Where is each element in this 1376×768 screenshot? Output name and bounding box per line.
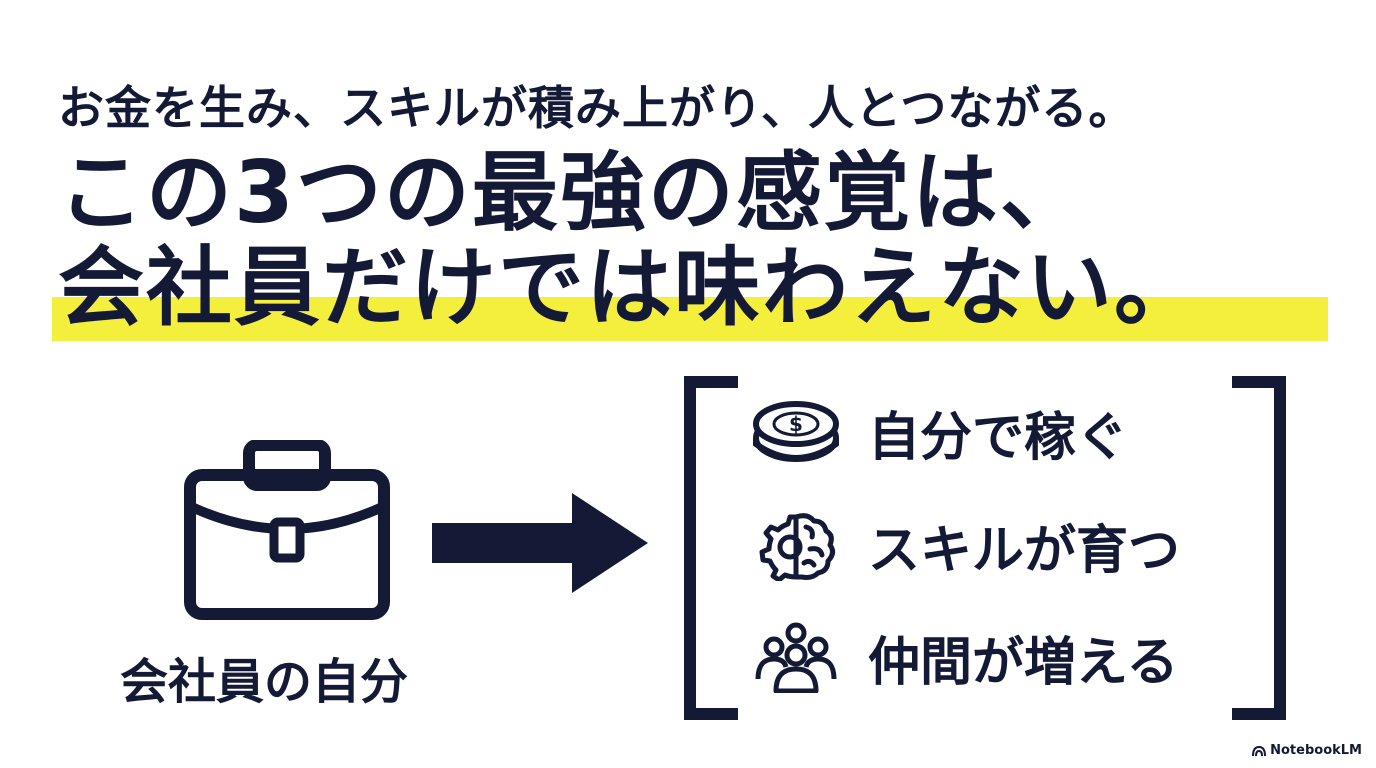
svg-text:$: $ (789, 412, 803, 436)
benefit-item-earn: $ 自分で稼ぐ (748, 397, 1129, 468)
left-bracket (684, 376, 738, 720)
benefit-item-friends: 仲間が増える (748, 622, 1179, 693)
headline-line-1: この3つの最強の感覚は、 (58, 143, 1088, 243)
self-label: 会社員の自分 (120, 654, 409, 710)
people-group-icon (748, 622, 844, 693)
benefit-label: 仲間が増える (868, 632, 1179, 693)
gear-brain-icon (748, 510, 844, 581)
notebooklm-watermark: NotebookLM (1252, 743, 1362, 758)
right-bracket (1232, 376, 1286, 720)
coin-dollar-icon: $ (748, 397, 844, 467)
briefcase-icon (184, 440, 390, 620)
benefit-label: 自分で稼ぐ (868, 407, 1129, 468)
benefit-label: スキルが育つ (868, 520, 1181, 581)
benefit-item-skill: スキルが育つ (748, 510, 1181, 581)
headline-line-2: 会社員だけでは味わえない。 (58, 238, 1202, 338)
notebooklm-logo-icon (1252, 745, 1267, 756)
headline-highlight-bar (52, 297, 1328, 341)
arrow-right-icon (432, 493, 648, 593)
watermark-text: NotebookLM (1270, 743, 1362, 758)
headline-subtitle: お金を生み、スキルが積み上がり、人とつながる。 (58, 81, 1136, 135)
